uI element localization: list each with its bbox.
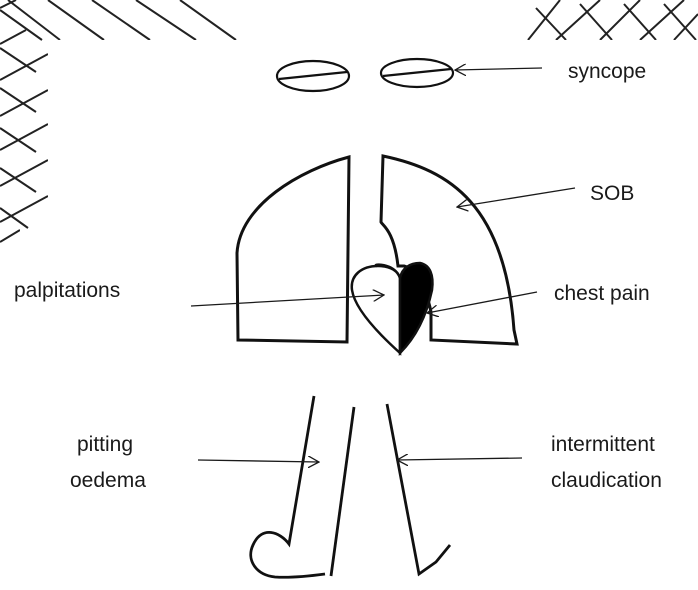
label-palpitations: palpitations [14, 278, 120, 304]
label-sob: SOB [590, 181, 634, 207]
label-chest-pain: chest pain [554, 281, 650, 307]
label-claudication: claudication [551, 468, 662, 494]
label-oedema: oedema [70, 468, 146, 494]
label-pitting: pitting [77, 432, 133, 458]
label-intermittent: intermittent [551, 432, 655, 458]
label-syncope: syncope [568, 59, 646, 85]
